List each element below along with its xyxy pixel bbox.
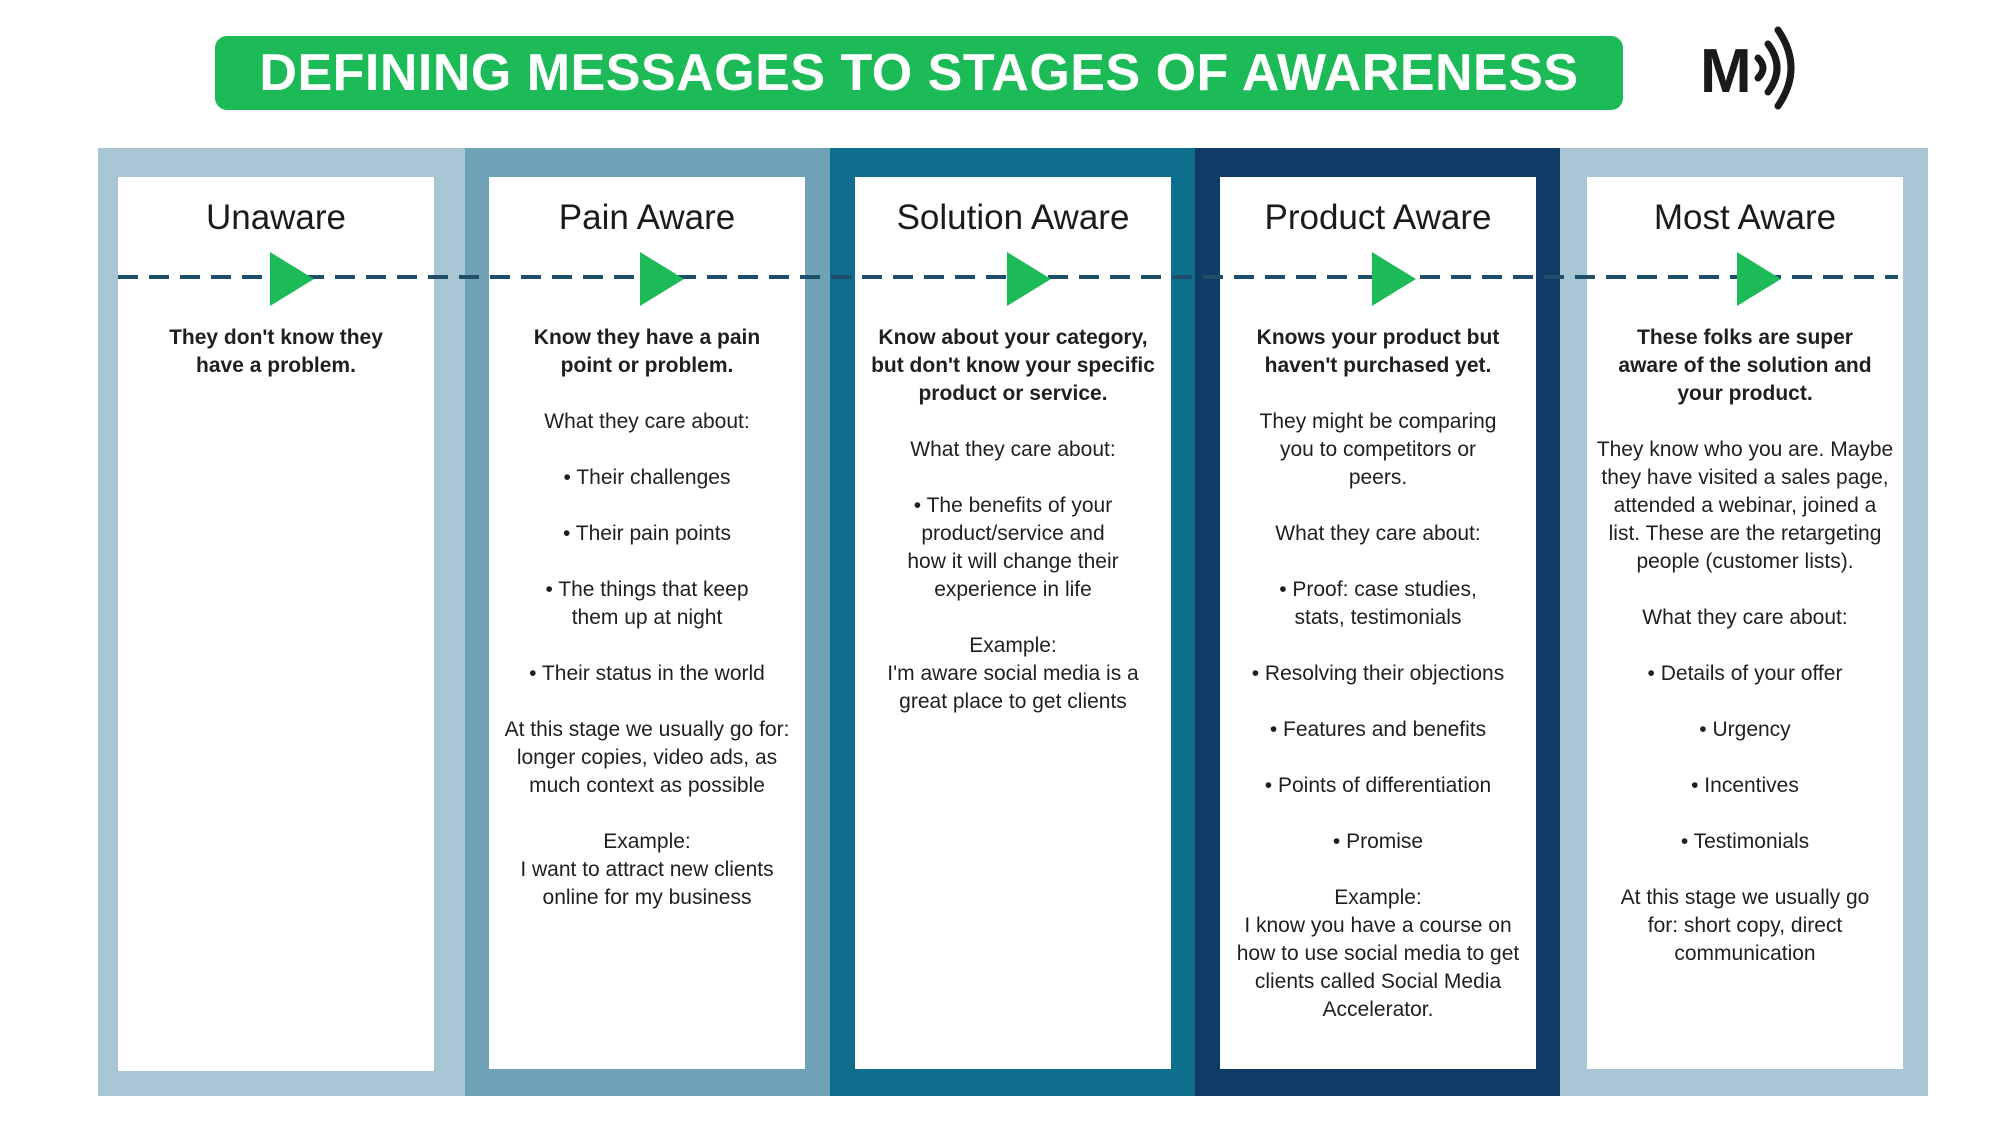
stage-title-product-aware: Product Aware: [1264, 198, 1492, 237]
bullet-item: • Points of differentiation: [1264, 774, 1492, 797]
stage-content-solution-aware: Know about your category, but don't know…: [863, 324, 1163, 744]
stage-title-unaware: Unaware: [205, 198, 347, 237]
page-title: DEFINING MESSAGES TO STAGES OF AWARENESS: [215, 36, 1623, 110]
stage-card-product-aware: [1220, 177, 1536, 1069]
stage-title-solution-aware: Solution Aware: [896, 198, 1130, 237]
bullet-item: • Resolving their objections: [1251, 662, 1505, 685]
stage-card-unaware: [118, 177, 434, 1071]
bullet-item: • Testimonials: [1680, 830, 1810, 853]
stage-content-product-aware: Knows your product but haven't purchased…: [1228, 324, 1528, 1052]
stage-card-solution-aware: [855, 177, 1171, 1069]
stage-title-pain-aware: Pain Aware: [558, 198, 736, 237]
stage-intro: They know who you are. Maybe they have v…: [1596, 438, 1894, 573]
stage-lead: Knows your product but haven't purchased…: [1256, 326, 1500, 377]
care-label: What they care about:: [544, 410, 750, 433]
bullet-item: • Incentives: [1691, 774, 1799, 797]
play-arrow-icon: [270, 252, 314, 306]
bullet-item: • Their status in the world: [529, 662, 765, 685]
example-label: Example:: [603, 830, 691, 853]
play-arrow-icon: [1007, 252, 1051, 306]
m-sound-waves-logo-icon: M: [1700, 26, 1795, 110]
bullet-item: • Features and benefits: [1269, 718, 1487, 741]
stage-lead: These folks are super aware of the solut…: [1618, 326, 1872, 405]
bullet-item: • Urgency: [1699, 718, 1791, 741]
care-label: What they care about:: [1275, 522, 1481, 545]
bullet-item: • The benefits of your product/service a…: [907, 494, 1119, 601]
play-arrow-icon: [640, 252, 684, 306]
stage-lead: Know they have a pain point or problem.: [533, 326, 761, 377]
bullet-item: • Details of your offer: [1647, 662, 1843, 685]
stage-note: At this stage we usually go for: short c…: [1620, 886, 1870, 965]
stage-lead: They don't know they have a problem.: [169, 326, 383, 377]
bullet-item: • Their pain points: [562, 522, 732, 545]
bullet-item: • Their challenges: [563, 466, 731, 489]
stage-content-most-aware: These folks are super aware of the solut…: [1595, 324, 1895, 996]
stage-intro: They might be comparing you to competito…: [1259, 410, 1497, 489]
example-text: I'm aware social media is a great place …: [887, 662, 1139, 713]
logo-letter: M: [1700, 37, 1752, 106]
stage-content-pain-aware: Know they have a pain point or problem. …: [497, 324, 797, 940]
care-label: What they care about:: [910, 438, 1116, 461]
example-label: Example:: [969, 634, 1057, 657]
care-label: What they care about:: [1642, 606, 1848, 629]
bullet-item: • The things that keep them up at night: [545, 578, 749, 629]
stage-lead: Know about your category, but don't know…: [871, 326, 1155, 405]
timeline-dashed-line: [118, 275, 1898, 279]
example-text: I know you have a course on how to use s…: [1236, 914, 1520, 1021]
play-arrow-icon: [1372, 252, 1416, 306]
stage-content-unaware: They don't know they have a problem.: [150, 324, 402, 408]
play-arrow-icon: [1737, 252, 1781, 306]
stage-card-pain-aware: [489, 177, 805, 1069]
example-text: I want to attract new clients online for…: [520, 858, 774, 909]
bullet-item: • Promise: [1332, 830, 1424, 853]
bullet-item: • Proof: case studies, stats, testimonia…: [1279, 578, 1477, 629]
example-label: Example:: [1334, 886, 1422, 909]
stage-title-most-aware: Most Aware: [1653, 198, 1837, 237]
stage-note: At this stage we usually go for: longer …: [504, 718, 790, 797]
stage-card-most-aware: [1587, 177, 1903, 1069]
